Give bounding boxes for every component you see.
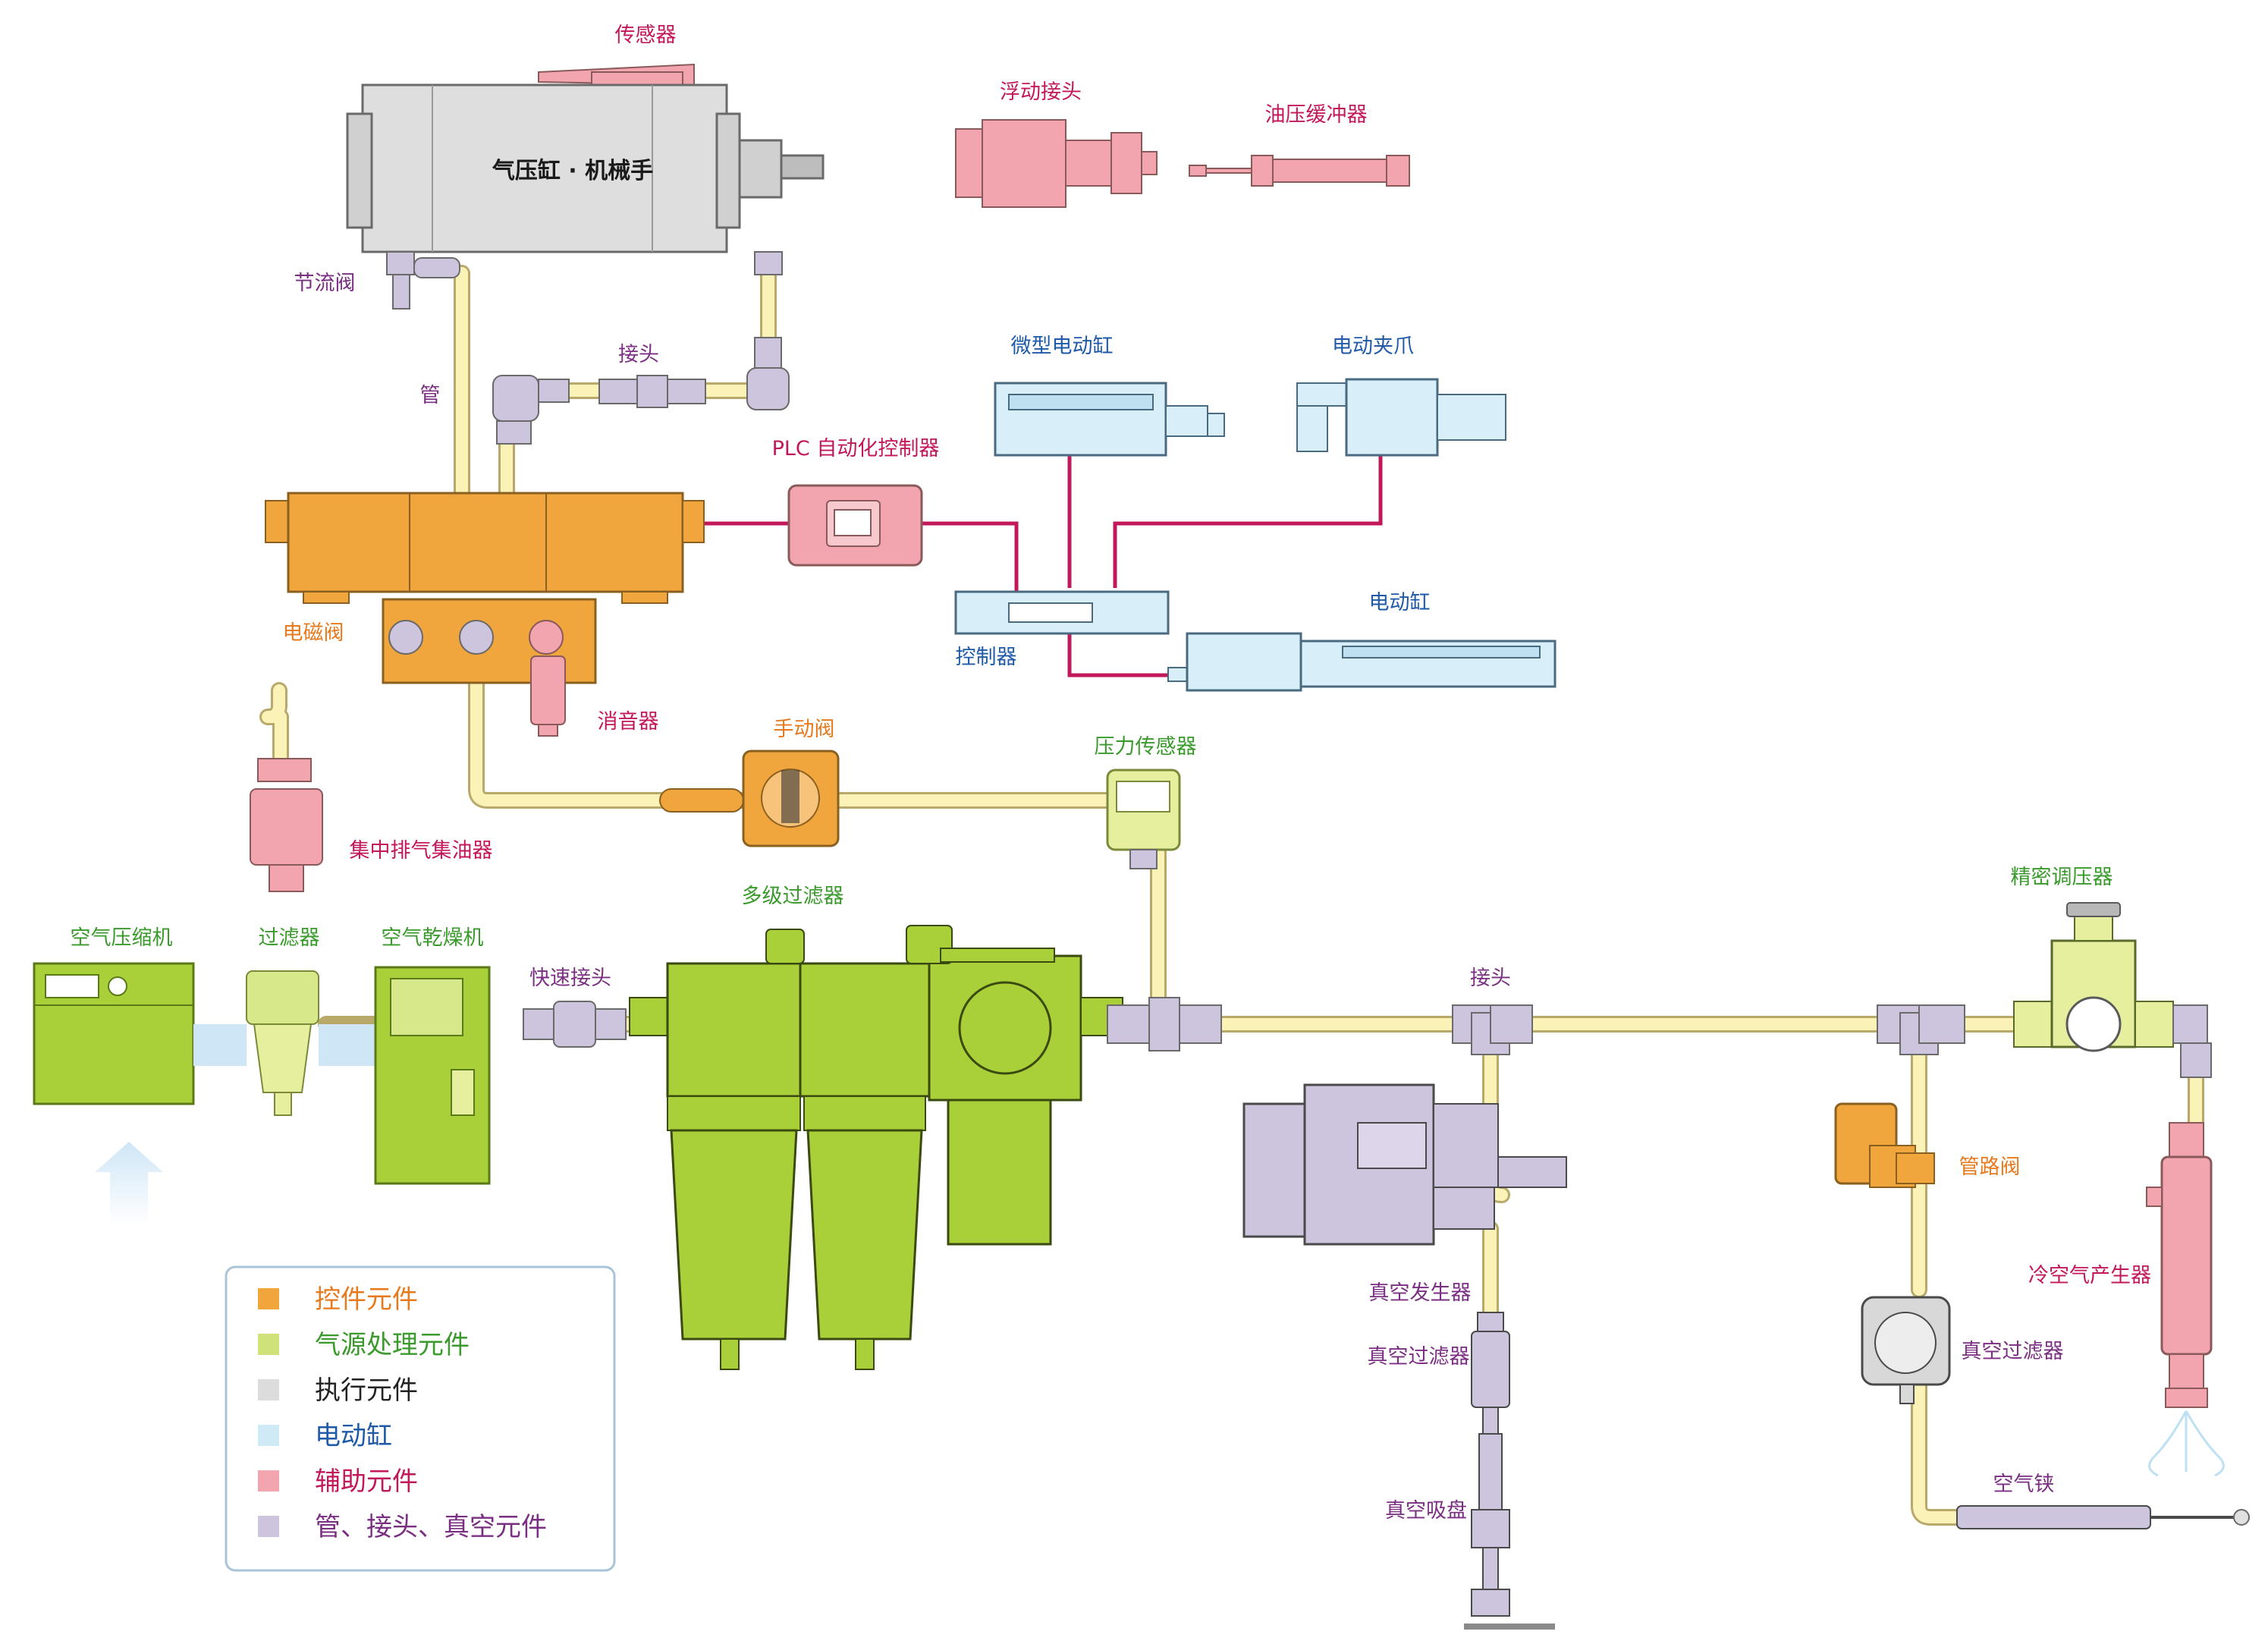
elbow-fitting-left xyxy=(492,375,570,445)
label-floating-joint: 浮动接头 xyxy=(1000,80,1082,104)
elbow-fitting-far-right xyxy=(2172,1004,2212,1078)
tee-fitting-mid xyxy=(1452,1004,1533,1055)
electric-cylinder xyxy=(1167,632,1557,692)
legend-swatch xyxy=(258,1334,279,1355)
label-vacuum-filter-right: 真空过滤器 xyxy=(1962,1340,2064,1363)
label-cold-air-generator: 冷空气产生器 xyxy=(2028,1264,2151,1287)
micro-electric-cylinder xyxy=(994,382,1225,457)
label-filter: 过滤器 xyxy=(259,926,320,950)
controller-unit xyxy=(954,590,1170,635)
air-flow-band-left xyxy=(193,1024,247,1066)
straight-fitting-top xyxy=(598,375,706,408)
vacuum-filter-left xyxy=(1471,1312,1510,1435)
legend-label: 电动缸 xyxy=(315,1421,392,1451)
label-compressor: 空气压缩机 xyxy=(71,926,173,950)
air-compressor xyxy=(33,962,195,1105)
label-cylinder: 气压缸 · 机械手 xyxy=(492,158,653,184)
air-flow-band-right xyxy=(319,1024,375,1066)
label-shock-absorber: 油压缓冲器 xyxy=(1265,103,1368,127)
label-electric-gripper: 电动夹爪 xyxy=(1332,335,1414,358)
elbow-fitting-right xyxy=(746,337,790,410)
label-silencer: 消音器 xyxy=(598,710,659,734)
label-fitting-top: 接头 xyxy=(618,343,659,366)
legend-label: 气源处理元件 xyxy=(315,1330,470,1360)
label-precision-regulator: 精密调压器 xyxy=(2011,866,2113,889)
label-quick-coupler: 快速接头 xyxy=(529,967,611,990)
label-tube: 管 xyxy=(420,384,441,407)
label-controller: 控制器 xyxy=(956,646,1017,669)
vacuum-generator xyxy=(1242,1083,1567,1246)
air-cylinder xyxy=(346,83,825,310)
label-multi-filter: 多级过滤器 xyxy=(742,885,844,908)
electric-gripper xyxy=(1296,378,1506,457)
manual-valve xyxy=(659,750,840,847)
legend-swatch xyxy=(258,1425,279,1446)
legend-swatch xyxy=(258,1288,279,1309)
solenoid-valve xyxy=(265,492,705,684)
label-throttle-valve: 节流阀 xyxy=(294,272,356,295)
legend-box xyxy=(225,1265,616,1572)
legend-swatch xyxy=(258,1379,279,1400)
air-gun xyxy=(1956,1505,2250,1529)
legend-swatch xyxy=(258,1470,279,1492)
shock-absorber xyxy=(1189,155,1410,187)
tee-fitting-right xyxy=(1877,1004,1965,1055)
intake-arrow-icon xyxy=(95,1142,163,1225)
label-electric-cylinder: 电动缸 xyxy=(1369,591,1431,615)
silencer xyxy=(530,655,566,737)
tee-fitting-left xyxy=(1107,997,1222,1051)
exhaust-collector xyxy=(250,758,323,892)
label-plc: PLC 自动化控制器 xyxy=(772,437,940,461)
label-pressure-sensor: 压力传感器 xyxy=(1095,735,1197,759)
floating-joint xyxy=(955,119,1158,208)
air-dryer xyxy=(374,966,491,1185)
pipe-valve xyxy=(1834,1102,1935,1188)
legend-label: 执行元件 xyxy=(315,1375,418,1406)
line-filter xyxy=(246,970,319,1116)
label-manual-valve: 手动阀 xyxy=(774,718,835,741)
label-exhaust-collector: 集中排气集油器 xyxy=(350,839,493,863)
label-sensor: 传感器 xyxy=(615,24,677,47)
label-vacuum-pad: 真空吸盘 xyxy=(1385,1499,1467,1523)
pressure-sensor xyxy=(1106,769,1181,869)
label-fitting-mid: 接头 xyxy=(1470,967,1511,990)
sensor xyxy=(538,63,695,90)
cold-air-flow-icon xyxy=(2148,1410,2225,1477)
legend-label: 管、接头、真空元件 xyxy=(315,1512,547,1542)
label-micro-cylinder: 微型电动缸 xyxy=(1011,335,1114,358)
legend-swatch xyxy=(258,1516,279,1537)
legend-label: 辅助元件 xyxy=(315,1466,418,1497)
vacuum-filter-right xyxy=(1861,1296,1951,1404)
vacuum-pad xyxy=(1464,1433,1555,1630)
plc-controller xyxy=(787,484,923,567)
label-solenoid-valve: 电磁阀 xyxy=(283,621,344,645)
label-air-gun: 空气铗 xyxy=(1993,1473,2055,1496)
precision-regulator xyxy=(2013,902,2174,1052)
labels: 传感器 气压缸 · 机械手 浮动接头 油压缓冲器 节流阀 接头 管 PLC 自动… xyxy=(71,24,2152,1523)
quick-coupler xyxy=(523,1001,627,1048)
label-vacuum-generator: 真空发生器 xyxy=(1369,1281,1472,1305)
legend-label: 控件元件 xyxy=(315,1284,418,1315)
label-vacuum-filter-left: 真空过滤器 xyxy=(1368,1345,1470,1369)
multi-stage-filter xyxy=(629,925,1123,1370)
label-dryer: 空气乾燥机 xyxy=(382,926,484,950)
label-pipe-valve: 管路阀 xyxy=(1959,1155,2021,1179)
cold-air-generator xyxy=(2146,1122,2213,1408)
